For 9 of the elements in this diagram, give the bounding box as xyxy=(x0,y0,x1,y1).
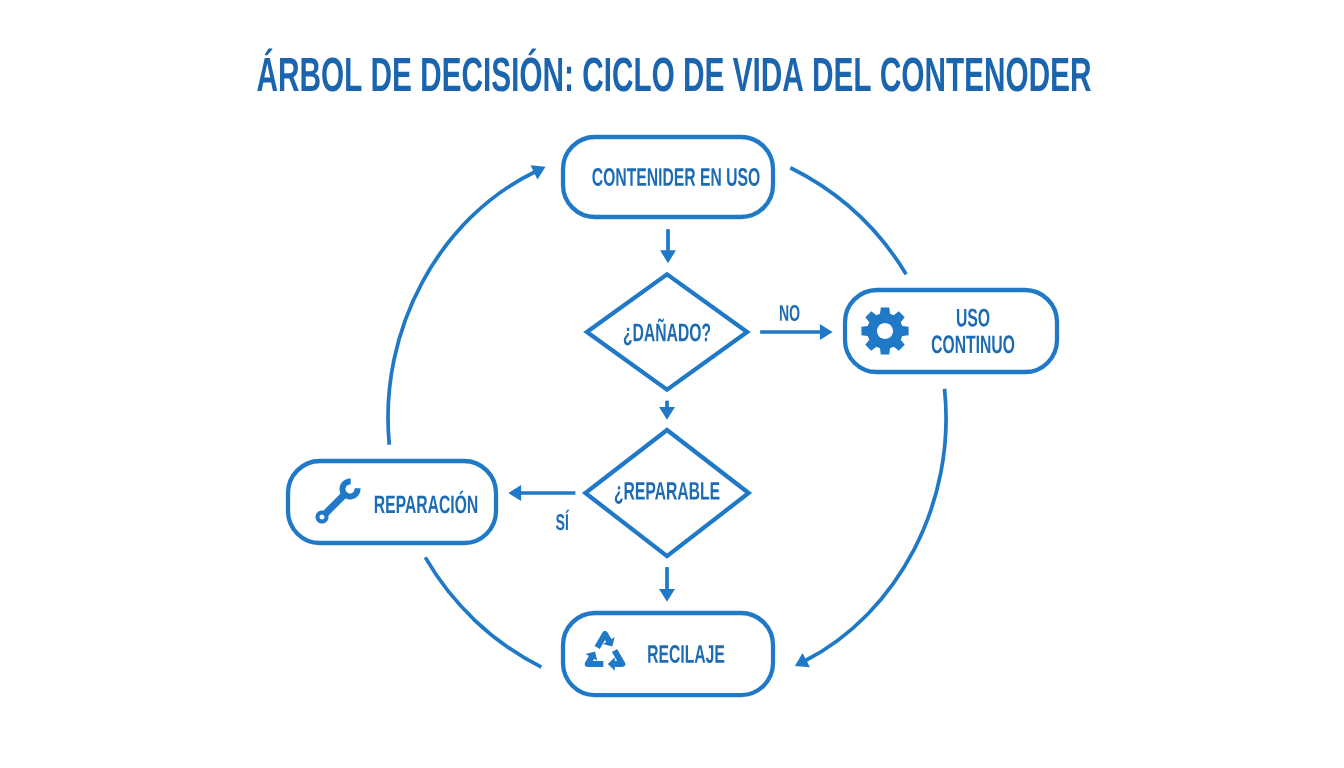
process-box: REPARACIÓN xyxy=(285,458,499,546)
process-box: CONTENIDER EN USO xyxy=(560,134,776,220)
process-box: USO CONTINUO xyxy=(842,287,1060,375)
edge-label: NO xyxy=(779,305,800,322)
connector-line xyxy=(423,556,543,669)
process-box: RECILAJE xyxy=(560,610,776,698)
title: ÁRBOL DE DECISIÓN: CICLO DE VIDA DEL CONTENODER xyxy=(257,48,1091,92)
connector-line xyxy=(789,166,908,276)
edge-label: SÍ xyxy=(555,509,570,531)
